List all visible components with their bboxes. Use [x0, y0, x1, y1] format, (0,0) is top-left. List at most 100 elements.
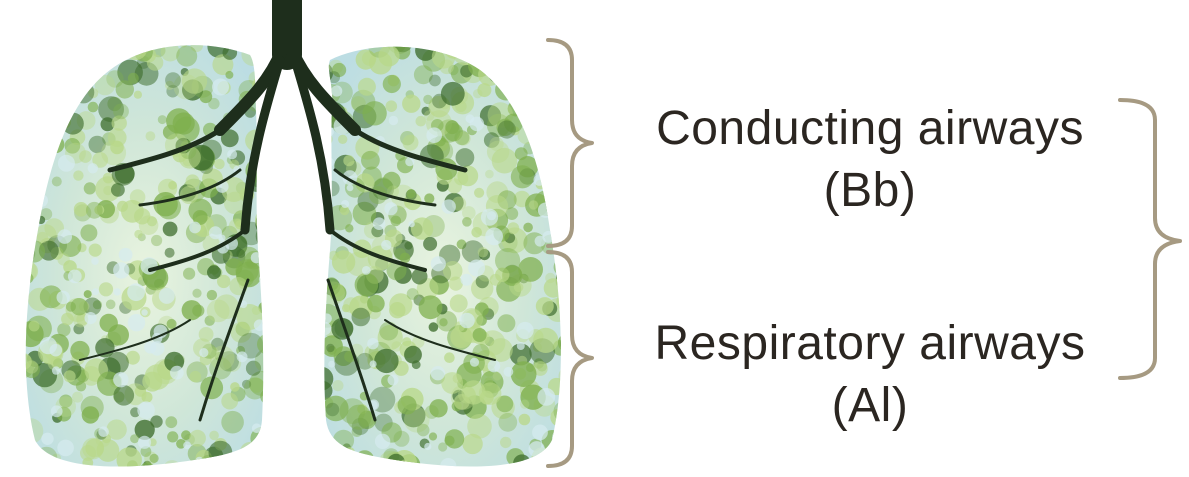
- foliage-blob: [326, 344, 334, 352]
- foliage-blob: [500, 437, 511, 448]
- foliage-blob: [554, 432, 580, 458]
- sky-gap: [388, 375, 399, 386]
- foliage-blob: [52, 177, 62, 187]
- sky-gap: [195, 457, 203, 465]
- foliage-blob: [84, 290, 92, 298]
- foliage-blob: [32, 461, 40, 469]
- foliage-blob: [513, 454, 531, 472]
- foliage-blob: [262, 318, 273, 329]
- sky-gap: [57, 229, 72, 244]
- sky-gap: [128, 314, 145, 331]
- sky-gap: [92, 288, 99, 295]
- foliage-blob: [40, 35, 62, 57]
- foliage-blob: [88, 102, 99, 113]
- foliage-blob: [524, 103, 540, 119]
- foliage-blob: [212, 461, 222, 471]
- foliage-blob: [474, 188, 484, 198]
- foliage-blob: [429, 432, 437, 440]
- conducting-airways-abbr: (Bb): [605, 160, 1135, 222]
- foliage-blob: [19, 246, 35, 262]
- foliage-blob: [140, 462, 154, 476]
- sky-gap: [485, 228, 503, 246]
- foliage-blob: [454, 394, 470, 410]
- foliage-blob: [167, 431, 178, 442]
- foliage-blob: [487, 141, 509, 163]
- foliage-blob: [551, 219, 574, 242]
- foliage-blob: [411, 217, 433, 239]
- sky-gap: [532, 425, 548, 441]
- foliage-blob: [552, 93, 572, 113]
- foliage-blob: [158, 115, 167, 124]
- foliage-blob: [15, 353, 32, 370]
- foliage-blob: [556, 271, 568, 283]
- foliage-blob: [223, 45, 238, 60]
- foliage-blob: [81, 396, 104, 419]
- foliage-blob: [49, 86, 72, 109]
- foliage-blob: [332, 380, 343, 391]
- sky-gap: [331, 85, 342, 96]
- foliage-blob: [64, 370, 76, 382]
- foliage-blob: [53, 97, 67, 111]
- foliage-blob: [530, 110, 547, 127]
- foliage-blob: [126, 34, 143, 51]
- foliage-blob: [404, 346, 422, 364]
- foliage-blob: [29, 53, 53, 77]
- foliage-blob: [89, 244, 102, 257]
- foliage-blob: [89, 55, 109, 75]
- foliage-blob: [165, 248, 175, 258]
- conducting-airways-label: Conducting airways (Bb): [605, 98, 1135, 223]
- foliage-blob: [79, 78, 88, 87]
- sky-gap: [318, 322, 332, 336]
- sky-gap: [20, 107, 31, 118]
- foliage-blob: [355, 273, 379, 297]
- foliage-blob: [487, 48, 497, 58]
- sky-gap: [328, 361, 335, 368]
- foliage-blob: [48, 122, 65, 139]
- sky-gap: [57, 291, 70, 304]
- sky-gap: [324, 127, 334, 137]
- lungs-tree-illustration: [0, 0, 600, 477]
- foliage-blob: [16, 124, 40, 148]
- foliage-blob: [445, 120, 459, 134]
- sky-gap: [442, 199, 456, 213]
- foliage-blob: [163, 222, 178, 237]
- foliage-blob: [429, 322, 439, 332]
- foliage-blob: [17, 89, 31, 103]
- sky-gap: [529, 441, 545, 457]
- foliage-blob: [186, 174, 200, 188]
- foliage-blob: [126, 42, 135, 51]
- foliage-blob: [367, 295, 385, 313]
- sky-gap: [534, 174, 546, 186]
- sky-gap: [28, 160, 36, 168]
- sky-gap: [384, 202, 397, 215]
- foliage-blob: [52, 49, 77, 74]
- foliage-blob: [424, 193, 434, 203]
- foliage-blob: [15, 41, 40, 66]
- foliage-blob: [542, 146, 554, 158]
- sky-gap: [381, 240, 391, 250]
- foliage-blob: [444, 352, 455, 363]
- foliage-blob: [37, 86, 57, 106]
- sky-gap: [21, 68, 28, 75]
- foliage-blob: [39, 85, 56, 102]
- foliage-blob: [199, 160, 213, 174]
- sky-gap: [51, 117, 60, 126]
- foliage-blob: [489, 338, 513, 362]
- foliage-blob: [550, 409, 568, 427]
- foliage-blob: [207, 300, 230, 323]
- foliage-blob: [221, 393, 238, 410]
- foliage-blob: [403, 135, 419, 151]
- foliage-blob: [312, 59, 329, 76]
- foliage-blob: [558, 334, 577, 353]
- foliage-blob: [21, 463, 30, 472]
- foliage-blob: [207, 290, 217, 300]
- foliage-blob: [130, 434, 139, 443]
- left-lung: [9, 31, 280, 477]
- sky-gap: [517, 322, 534, 339]
- sky-gap: [504, 367, 514, 377]
- foliage-blob: [47, 136, 64, 153]
- foliage-blob: [402, 95, 420, 113]
- foliage-blob: [404, 242, 412, 250]
- foliage-blob: [221, 411, 244, 434]
- foliage-blob: [391, 216, 402, 227]
